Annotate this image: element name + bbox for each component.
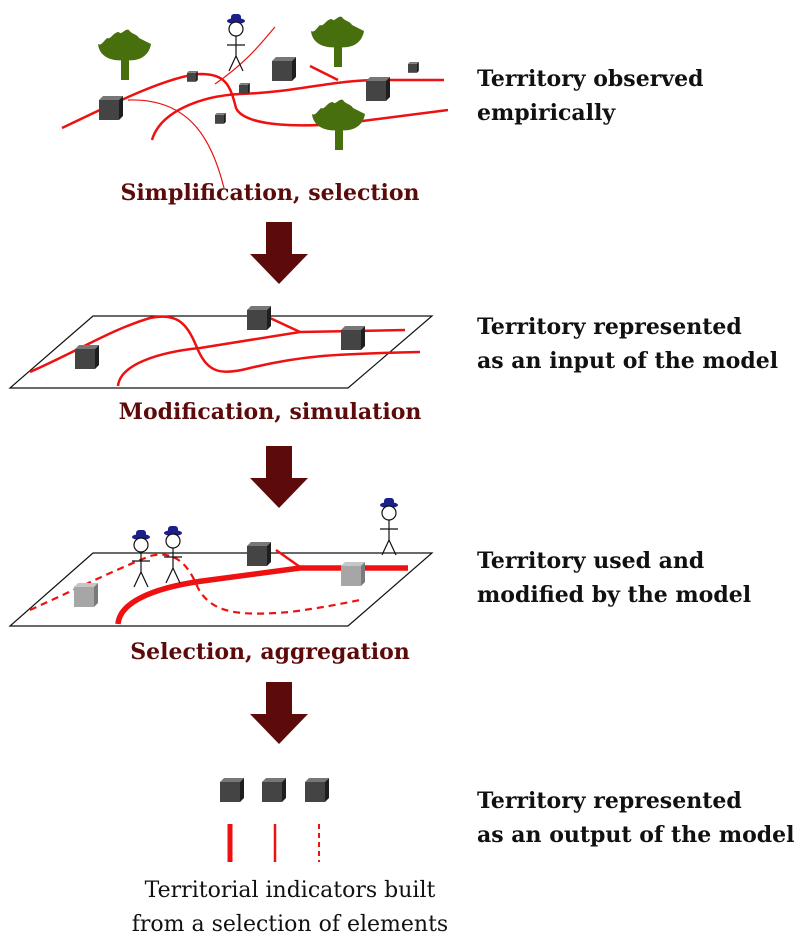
building-icon [187, 71, 198, 82]
tree-icon [312, 99, 365, 150]
person-icon [379, 497, 399, 556]
step-label: Modification, simulation [118, 399, 422, 425]
stage-description: Territory used and modified by the model [477, 548, 752, 608]
stage-description: Territory represented as an input of the… [477, 314, 779, 374]
indicators-illustration [220, 778, 329, 862]
building-icon [239, 83, 250, 94]
person-icon [131, 529, 151, 588]
tree-icon [98, 29, 151, 80]
building-icon [341, 326, 365, 350]
building-icon [215, 113, 226, 124]
arrow-down-icon [250, 682, 308, 744]
modified-territory-illustration [8, 497, 434, 627]
indicators-caption: Territorial indicators built from a sele… [131, 878, 449, 937]
observed-territory-illustration [61, 13, 449, 189]
building-icon [272, 57, 296, 81]
building-icon [262, 778, 286, 802]
road-network [29, 548, 408, 625]
building-icon [408, 62, 419, 73]
building-icon [75, 345, 99, 369]
building-modified-icon [74, 583, 98, 607]
building-icon [305, 778, 329, 802]
building-icon [247, 306, 271, 330]
building-modified-icon [341, 562, 365, 586]
road-network [29, 315, 421, 387]
stage-description: Territory represented as an output of th… [477, 788, 795, 848]
building-icon [247, 542, 271, 566]
road-network [61, 26, 449, 189]
step-label: Selection, aggregation [130, 639, 410, 665]
arrow-down-icon [250, 222, 308, 284]
tree-icon [311, 16, 364, 67]
step-label: Simplification, selection [120, 180, 420, 206]
building-icon [220, 778, 244, 802]
input-territory-illustration [8, 306, 434, 389]
building-icon [99, 96, 123, 120]
stage-description: Territory observed empirically [477, 66, 704, 126]
building-icon [366, 77, 390, 101]
arrow-down-icon [250, 446, 308, 508]
